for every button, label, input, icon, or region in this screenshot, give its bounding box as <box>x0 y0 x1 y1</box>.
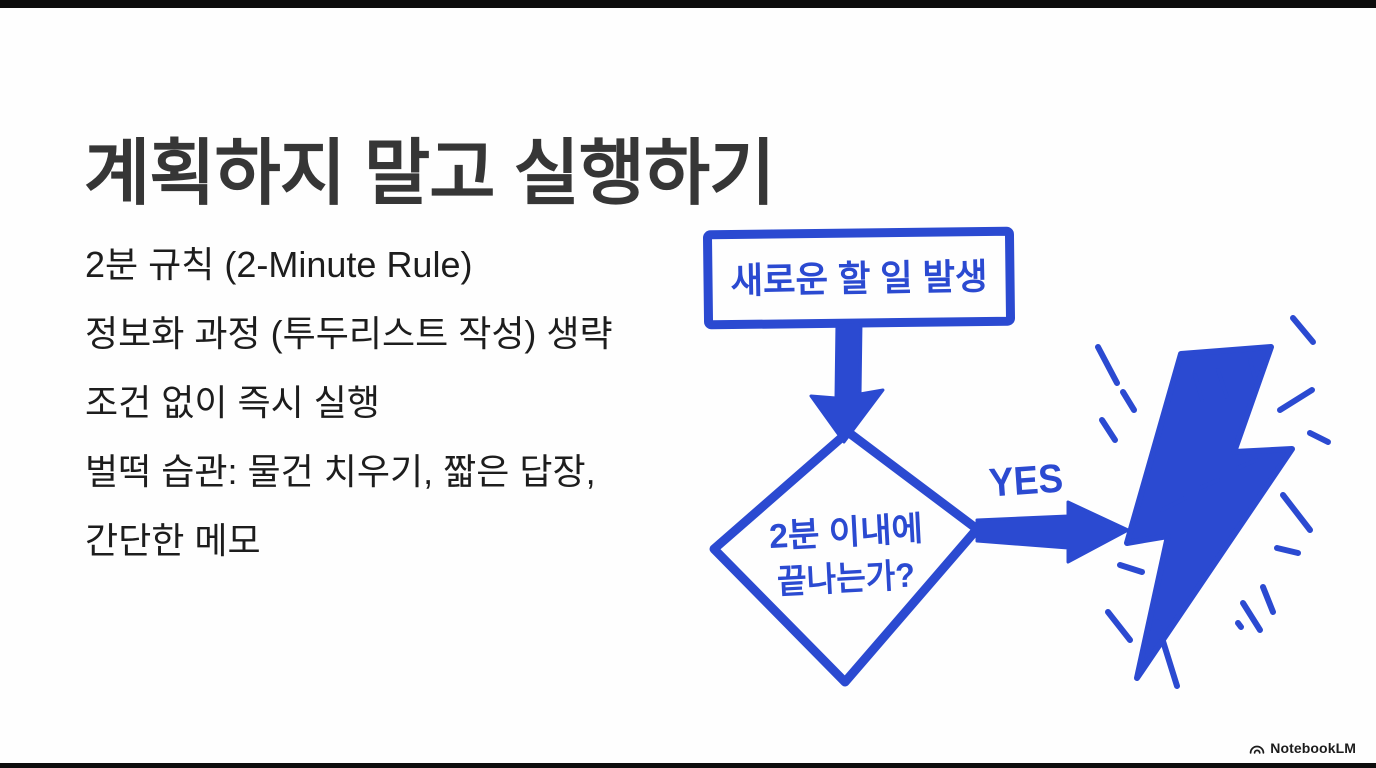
decision-diamond <box>709 427 982 687</box>
body-line: 정보화 과정 (투두리스트 작성) 생략 <box>85 313 613 354</box>
slide-body: 2분 규칙 (2-Minute Rule) 정보화 과정 (투두리스트 작성) … <box>85 230 725 575</box>
decision-label-line1: 2분 이내에 <box>768 510 924 556</box>
notebooklm-logo-text: NotebookLM <box>1270 740 1356 756</box>
yes-arrow <box>975 500 1130 564</box>
decision-label-line2: 끝나는가? <box>776 556 916 601</box>
body-line: 2분 규칙 (2-Minute Rule) <box>85 244 473 285</box>
yes-label: YES <box>988 456 1065 505</box>
body-line: 조건 없이 즉시 실행 <box>85 382 380 423</box>
flowchart-drawing: 새로운 할 일 발생 2분 이내에 끝나는가? YES <box>702 226 1331 689</box>
down-arrow <box>809 319 885 444</box>
start-box-label: 새로운 할 일 발생 <box>730 256 988 301</box>
bolt-texture-strokes <box>1160 358 1258 512</box>
lightning-bolt-icon <box>1124 344 1295 681</box>
notebooklm-logo: NotebookLM <box>1249 740 1356 756</box>
notebooklm-logo-icon <box>1249 745 1265 754</box>
bottom-letterbox-bar <box>0 763 1376 768</box>
speed-lines <box>1095 315 1331 689</box>
body-line: 벌떡 습관: 물건 치우기, 짧은 답장, <box>85 451 596 492</box>
slide-title: 계획하지 말고 실행하기 <box>84 134 775 215</box>
body-line: 간단한 메모 <box>85 520 261 561</box>
top-letterbox-bar <box>0 0 1376 8</box>
